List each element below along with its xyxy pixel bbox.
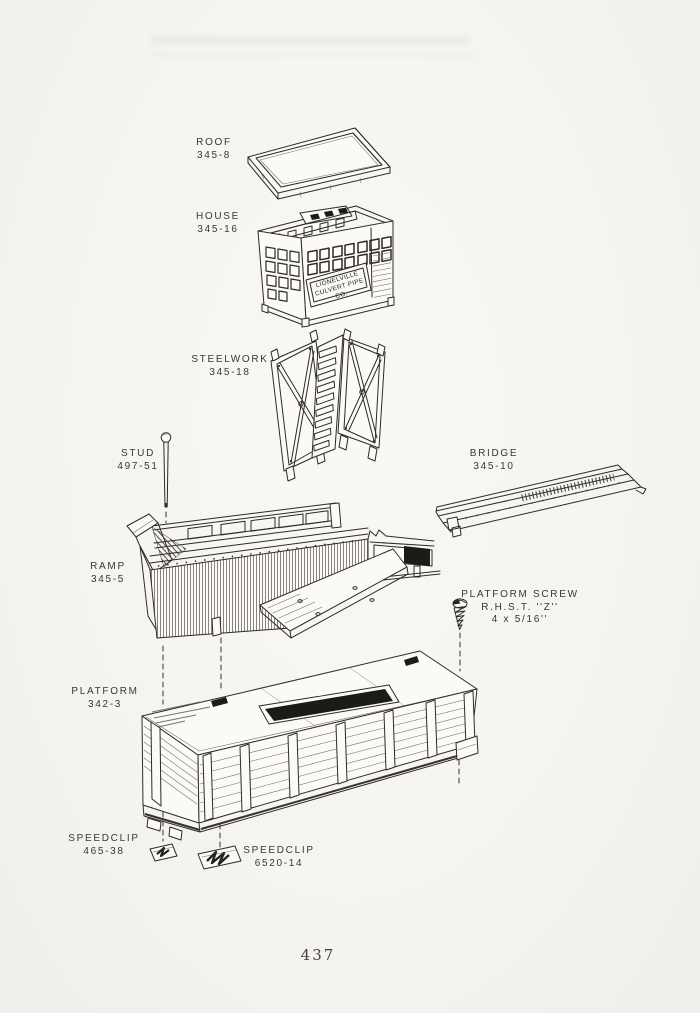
house-label-part-number: 345-16 bbox=[197, 223, 239, 235]
platform-label-name: PLATFORM bbox=[71, 686, 139, 697]
page-number: 437 bbox=[300, 946, 336, 964]
ghost-impression bbox=[150, 36, 470, 45]
platform-label-part-number: 342-3 bbox=[87, 698, 123, 710]
bridge-label-part-number: 345-10 bbox=[473, 460, 515, 472]
speedclip-small-label-part-number: 465-38 bbox=[83, 845, 125, 857]
ramp-drawing bbox=[126, 502, 441, 639]
ramp-label-name: RAMP bbox=[90, 561, 126, 572]
platform-screw-label-size: 4 x 5/16'' bbox=[491, 614, 549, 625]
speedclip-small-label: SPEEDCLIP 465-38 bbox=[54, 833, 154, 858]
platform-screw-drawing bbox=[452, 598, 468, 630]
speedclip-large-label: SPEEDCLIP 6520-14 bbox=[229, 845, 329, 870]
stud-label-part-number: 497-51 bbox=[117, 460, 159, 472]
house-drawing: LIONELVILLE CULVERT PIPE CO. bbox=[257, 205, 395, 328]
roof-label: ROOF 345-8 bbox=[164, 137, 264, 162]
roof-label-part-number: 345-8 bbox=[196, 149, 232, 161]
speedclip-large-label-part-number: 6520-14 bbox=[254, 857, 304, 869]
house-label: HOUSE 345-16 bbox=[168, 211, 268, 236]
speedclip-small-drawing bbox=[149, 843, 178, 862]
speedclip-large-label-name: SPEEDCLIP bbox=[243, 845, 315, 856]
platform-drawing bbox=[141, 650, 479, 841]
stud-label-name: STUD bbox=[120, 448, 156, 459]
stud-drawing bbox=[160, 432, 172, 508]
platform-screw-label-name: PLATFORM SCREW bbox=[461, 589, 579, 600]
speedclip-small-label-name: SPEEDCLIP bbox=[68, 833, 140, 844]
roof-label-name: ROOF bbox=[196, 137, 232, 148]
house-sign: LIONELVILLE CULVERT PIPE CO. bbox=[305, 262, 372, 308]
platform-label: PLATFORM 342-3 bbox=[55, 686, 155, 711]
steelwork-label: STEELWORK 345-18 bbox=[170, 354, 290, 379]
speedclip-large-drawing bbox=[197, 845, 242, 870]
platform-screw-label-spec: R.H.S.T. ''Z'' bbox=[481, 601, 559, 613]
house-sign-line3: CO. bbox=[335, 290, 349, 300]
steelwork-drawing bbox=[270, 328, 386, 482]
stud-label: STUD 497-51 bbox=[88, 448, 188, 473]
bridge-drawing bbox=[435, 464, 647, 538]
ramp-label-part-number: 345-5 bbox=[90, 573, 126, 585]
assembly-guide-lines bbox=[162, 632, 461, 865]
bridge-label: BRIDGE 345-10 bbox=[444, 448, 544, 473]
house-label-name: HOUSE bbox=[195, 211, 241, 222]
steelwork-label-name: STEELWORK bbox=[191, 354, 269, 365]
platform-screw-label: PLATFORM SCREW R.H.S.T. ''Z'' 4 x 5/16'' bbox=[450, 589, 590, 627]
ghost-impression-rule bbox=[146, 53, 476, 56]
bridge-label-name: BRIDGE bbox=[469, 448, 519, 459]
roof-drawing bbox=[247, 127, 391, 200]
ramp-label: RAMP 345-5 bbox=[58, 561, 158, 586]
steelwork-label-part-number: 345-18 bbox=[209, 366, 251, 378]
